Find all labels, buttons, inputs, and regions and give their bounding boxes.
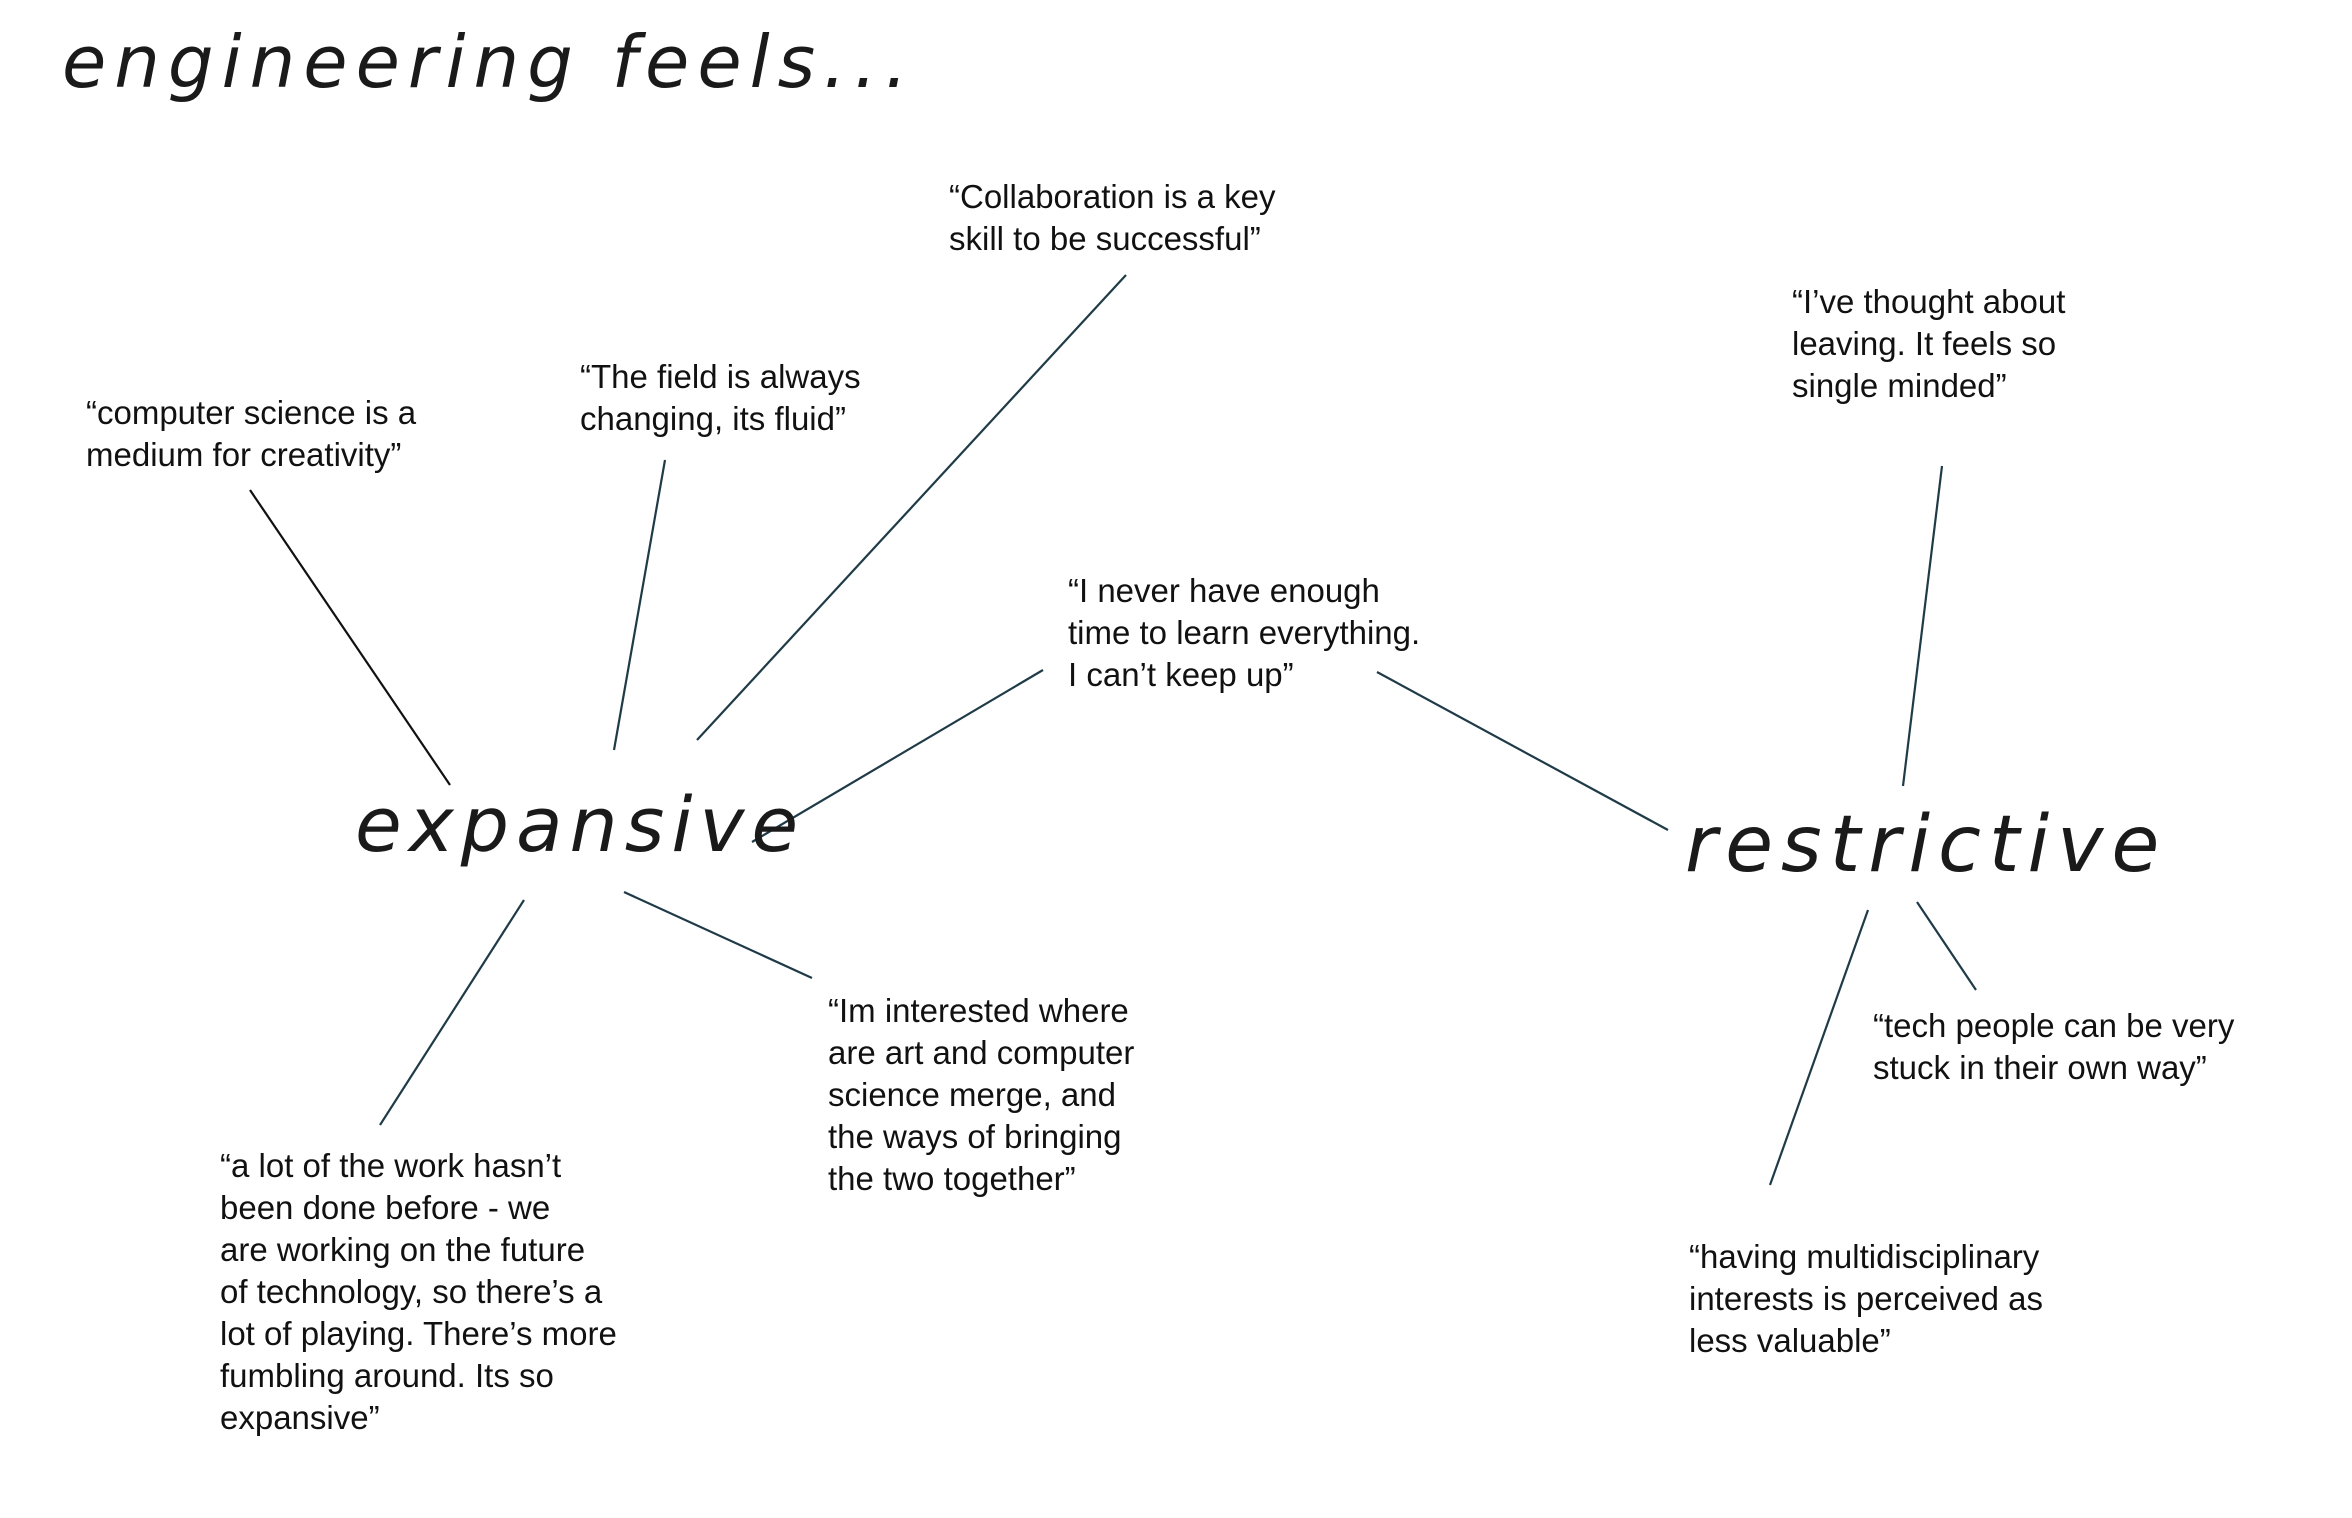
connector-multidisciplinary: [1768, 909, 1870, 1186]
connector-collaboration: [696, 274, 1127, 741]
connector-thought-about-leaving: [1901, 465, 1944, 787]
quote-multidisciplinary: “having multidisciplinary interests is p…: [1689, 1238, 2043, 1359]
quote-tech-people-stuck: “tech people can be very stuck in their …: [1873, 1007, 2235, 1086]
quote-work-not-done-before: “a lot of the work hasn’t been done befo…: [220, 1147, 617, 1436]
connector-field-changing: [612, 459, 667, 751]
page-title: engineering feels...: [62, 20, 916, 104]
connector-tech-people-stuck: [1916, 901, 1977, 991]
connector-never-enough-time-restrictive: [1376, 671, 1669, 831]
quote-collaboration: “Collaboration is a key skill to be succ…: [949, 178, 1276, 257]
connector-work-not-done-before: [379, 899, 525, 1126]
node-restrictive: restrictive: [1685, 800, 2168, 890]
quote-never-enough-time: “I never have enough time to learn every…: [1068, 572, 1421, 693]
connector-never-enough-time-expansive: [751, 669, 1044, 843]
connector-art-and-cs: [623, 890, 813, 980]
node-expansive: expansive: [355, 780, 806, 869]
quote-art-and-cs: “Im interested where are art and compute…: [828, 992, 1135, 1197]
quote-computer-science: “computer science is a medium for creati…: [86, 394, 417, 473]
quote-thought-about-leaving: “I’ve thought about leaving. It feels so…: [1792, 283, 2066, 404]
connector-computer-science: [249, 489, 451, 786]
quote-field-changing: “The field is always changing, its fluid…: [580, 358, 861, 437]
